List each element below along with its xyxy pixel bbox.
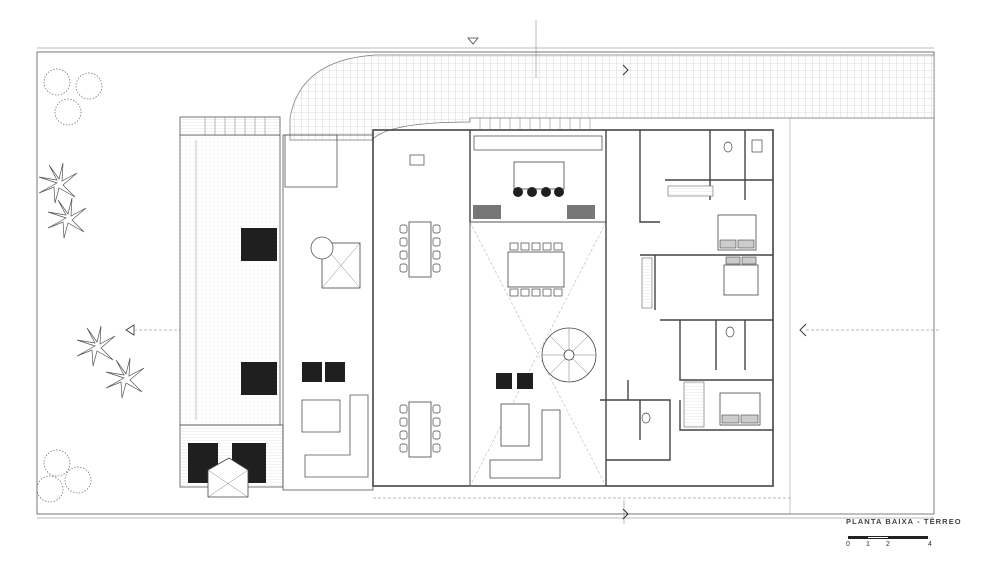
pillows (719, 239, 759, 424)
north-arrow-icon (467, 37, 479, 45)
storage-room (284, 134, 338, 188)
armchairs (496, 373, 533, 389)
bath-fixtures (409, 139, 763, 424)
lot-boundary (36, 51, 935, 515)
scale-segment-2 (868, 536, 888, 539)
main-dining-table (507, 251, 565, 288)
scale-tick-4: 4 (928, 541, 932, 548)
scale-bar: 0 1 2 4 (842, 530, 952, 552)
spiral-stair-treads (542, 328, 596, 382)
scale-tick-2: 2 (886, 541, 890, 548)
garage-area (789, 117, 935, 515)
pergola-roof-lines (207, 469, 249, 498)
trees-left (36, 68, 103, 503)
living-hall-diagonals (469, 221, 607, 487)
outdoor-sofa (304, 394, 369, 478)
closets (641, 185, 714, 428)
dark-pavers (188, 228, 345, 483)
kitchen-dark-chairs (473, 205, 595, 219)
interior-walls (469, 130, 773, 486)
steps (204, 117, 591, 135)
outdoor-lounge (301, 399, 341, 433)
scale-tick-0: 0 (846, 541, 850, 548)
section-cut-bottom-icon (622, 508, 629, 520)
scale-segment-1 (848, 536, 868, 539)
main-dining-chairs (509, 242, 563, 297)
bar-stools (513, 187, 564, 197)
living-sofa (489, 409, 561, 479)
coffee-table (500, 403, 530, 447)
kitchen-island (513, 161, 565, 190)
section-marker-right-icon (799, 323, 807, 337)
dining-tables (408, 221, 432, 458)
paved-driveway (289, 54, 935, 141)
dining-chairs (399, 224, 441, 453)
section-marker-left-icon (125, 324, 135, 336)
kitchen-counter (473, 135, 603, 151)
stair-core (563, 349, 575, 361)
scale-segment-3 (888, 536, 928, 539)
pergola-roof (207, 457, 249, 498)
section-cut-top-icon (622, 64, 629, 76)
scale-tick-1: 1 (866, 541, 870, 548)
drawing-title: PLANTA BAIXA - TÉRREO (846, 517, 962, 526)
round-table (310, 236, 334, 260)
